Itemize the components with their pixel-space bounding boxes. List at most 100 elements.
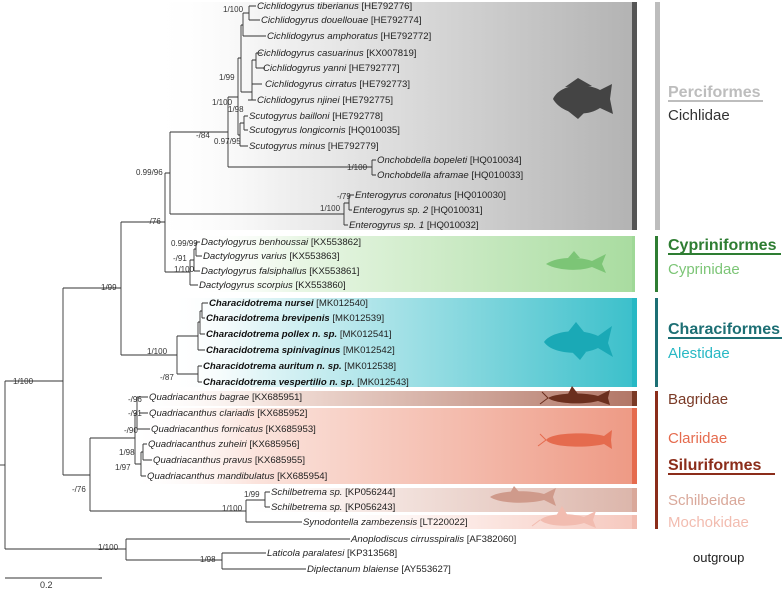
- support-value: 1/100: [212, 98, 233, 107]
- tip-species-name: Characidotrema auritum n. sp.: [203, 361, 344, 372]
- tip-species-name: Dactylogyrus scorpius: [199, 280, 296, 291]
- tip-accession: [KX553860]: [296, 280, 346, 291]
- tip-species-name: Cichlidogyrus casuarinus: [257, 48, 366, 59]
- alestidae-bar: [632, 298, 637, 387]
- tip-label: Quadriacanthus zuheiri [KX685956]: [148, 439, 299, 450]
- support-value: 1/100: [320, 204, 341, 213]
- tip-accession: [KX685954]: [277, 471, 327, 482]
- tip-accession: [HE792773]: [359, 79, 410, 90]
- tip-species-name: Enterogyrus sp. 1: [349, 220, 427, 231]
- tip-labels: Cichlidogyrus tiberianus [HE792776] Cichl…: [147, 1, 523, 575]
- tip-label: Enterogyrus sp. 1 [HQ010032]: [349, 220, 479, 231]
- tip-species-name: Laticola paralatesi: [267, 548, 347, 559]
- tip-species-name: Scutogyrus bailloni: [249, 111, 332, 122]
- tip-species-name: Characidotrema pollex n. sp.: [206, 329, 340, 340]
- tip-species-name: Quadriacanthus mandibulatus: [147, 471, 277, 482]
- tip-accession: [HE792779]: [328, 141, 379, 152]
- tip-species-name: Cichlidogyrus yanni: [263, 63, 349, 74]
- tip-species-name: Cichlidogyrus douellouae: [261, 15, 371, 26]
- cypriniformes-bar: [655, 236, 658, 292]
- tip-species-name: Cichlidogyrus njinei: [257, 95, 342, 106]
- tip-accession: [KP056243]: [345, 502, 395, 513]
- tip-species-name: Schilbetrema sp.: [271, 502, 345, 513]
- tip-accession: [HQ010035]: [348, 125, 400, 136]
- cyprinid-fish-icon: [546, 251, 606, 273]
- family-label-alestidae: Alestidae: [668, 345, 730, 362]
- tip-label: Quadriacanthus mandibulatus [KX685954]: [147, 471, 327, 482]
- scale-bar-label: 0.2: [40, 580, 53, 588]
- tip-species-name: Characidotrema nursei: [209, 298, 316, 309]
- tip-label: Dactylogyrus falsiphallus [KX553861]: [201, 266, 359, 277]
- tip-species-name: Quadriacanthus bagrae: [149, 392, 252, 403]
- cichlid-fish-icon: [553, 78, 613, 119]
- tip-label: Cichlidogyrus njinei [HE792775]: [257, 95, 393, 106]
- tip-label: Characidotrema spinivaginus [MK012542]: [206, 345, 395, 356]
- support-value: 1/99: [101, 283, 117, 292]
- tip-accession: [KX685956]: [249, 439, 299, 450]
- order-label-perciformes: Perciformes: [668, 84, 761, 101]
- tip-label: Cichlidogyrus douellouae [HE792774]: [261, 15, 422, 26]
- tip-species-name: Dactylogyrus falsiphallus: [201, 266, 309, 277]
- tip-label: Characidotrema nursei [MK012540]: [209, 298, 368, 309]
- support-value: -/76: [147, 217, 161, 226]
- tip-accession: [HE792776]: [362, 1, 413, 12]
- support-value: 0.99/99: [171, 239, 198, 248]
- support-value: 1/99: [244, 490, 260, 499]
- tip-accession: [MK012541]: [340, 329, 392, 340]
- tip-accession: [HQ010032]: [427, 220, 479, 231]
- tip-species-name: Enterogyrus sp. 2: [353, 205, 431, 216]
- tip-accession: [KX553862]: [311, 237, 361, 248]
- tip-label: Anoplodiscus cirrusspiralis [AF382060]: [350, 534, 516, 545]
- tip-accession: [HQ010033]: [471, 170, 523, 181]
- support-value: -/79: [337, 192, 351, 201]
- tip-species-name: Diplectanum blaiense: [307, 564, 401, 575]
- tip-label: Scutogyrus bailloni [HE792778]: [249, 111, 383, 122]
- tip-label: Enterogyrus coronatus [HQ010030]: [355, 190, 506, 201]
- bagridae-bar: [632, 391, 637, 406]
- tip-label: Characidotrema auritum n. sp. [MK012538]: [203, 361, 396, 372]
- support-value: 1/98: [200, 555, 216, 564]
- tip-label: Quadriacanthus pravus [KX685955]: [153, 455, 305, 466]
- mochokidae-bar: [632, 515, 637, 529]
- family-label-cyprinidae: Cyprinidae: [668, 261, 740, 278]
- support-value: 1/100: [13, 377, 34, 386]
- outgroup-label: outgroup: [693, 550, 744, 565]
- tip-species-name: Scutogyrus minus: [249, 141, 328, 152]
- tip-species-name: Cichlidogyrus tiberianus: [257, 1, 362, 12]
- schilbeidae-bar: [632, 488, 637, 512]
- support-value: 1/100: [223, 5, 244, 14]
- tip-label: Diplectanum blaiense [AY553627]: [307, 564, 451, 575]
- bagridae-clade-shading: [130, 391, 633, 406]
- tip-species-name: Cichlidogyrus amphoratus: [267, 31, 381, 42]
- order-label-siluriformes: Siluriformes: [668, 457, 761, 474]
- family-label-cichlidae: Cichlidae: [668, 107, 730, 124]
- tip-label: Onchobdella aframae [HQ010033]: [377, 170, 523, 181]
- support-value: 0.97/95: [214, 137, 241, 146]
- tip-accession: [KX685952]: [257, 408, 307, 419]
- tip-accession: [MK012543]: [357, 377, 409, 388]
- tip-accession: [KX685951]: [252, 392, 302, 403]
- family-label-bagridae: Bagridae: [668, 391, 728, 408]
- support-value: -/87: [160, 373, 174, 382]
- tip-label: Quadriacanthus clariadis [KX685952]: [149, 408, 307, 419]
- tip-label: Cichlidogyrus yanni [HE792777]: [263, 63, 400, 74]
- tip-accession: [AF382060]: [467, 534, 517, 545]
- tip-species-name: Scutogyrus longicornis: [249, 125, 348, 136]
- tip-label: Cichlidogyrus cirratus [HE792773]: [265, 79, 410, 90]
- tip-accession: [LT220022]: [420, 517, 468, 528]
- support-value: 1/98: [228, 105, 244, 114]
- characiformes-bar: [655, 298, 658, 387]
- support-value: 1/100: [222, 504, 243, 513]
- tip-label: Cichlidogyrus casuarinus [KX007819]: [257, 48, 416, 59]
- clariidae-clade-shading: [130, 408, 633, 484]
- tree-branches: [0, 5, 376, 570]
- tip-species-name: Enterogyrus coronatus: [355, 190, 454, 201]
- support-value: -/90: [124, 426, 138, 435]
- tip-accession: [KX553861]: [309, 266, 359, 277]
- tip-species-name: Quadriacanthus clariadis: [149, 408, 257, 419]
- tip-label: Characidotrema brevipenis [MK012539]: [206, 313, 384, 324]
- tip-label: Cichlidogyrus amphoratus [HE792772]: [267, 31, 431, 42]
- tip-label: Schilbetrema sp. [KP056243]: [271, 502, 395, 513]
- tip-species-name: Onchobdella bopeleti: [377, 155, 470, 166]
